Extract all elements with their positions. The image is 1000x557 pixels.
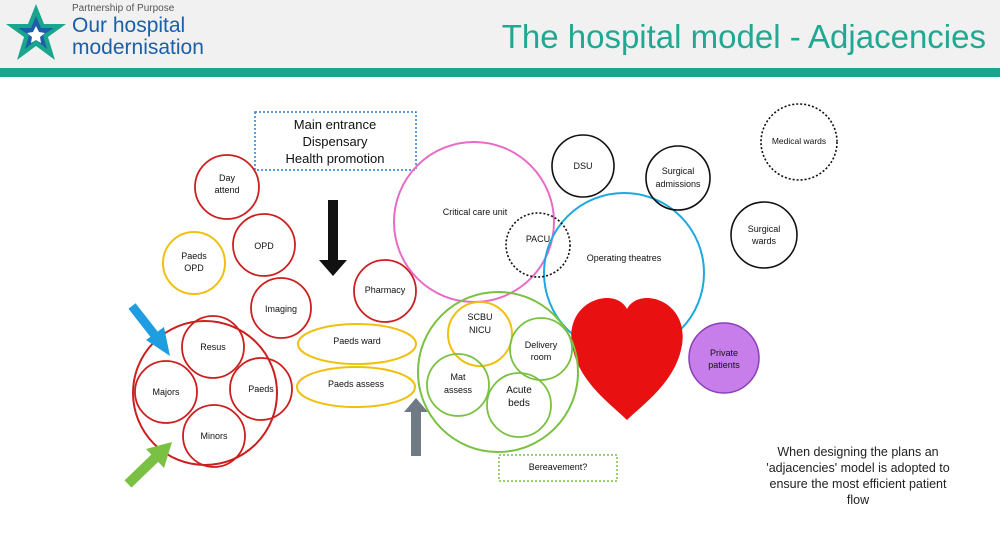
pharmacy-circle	[353, 259, 417, 323]
bereavement-label: Bereavement?	[529, 462, 588, 472]
entrance-line-2: Dispensary	[302, 134, 368, 149]
paeds-circle	[229, 357, 293, 421]
paeds-label: Paeds	[248, 384, 274, 394]
paeds-ward-label: Paeds ward	[333, 336, 381, 346]
star-logo-icon	[6, 4, 66, 60]
scbu-nicu-label-2: NICU	[469, 325, 491, 335]
heart-icon	[571, 298, 683, 420]
day-attend-label-2: attend	[214, 185, 239, 195]
critical-care-circle	[393, 141, 555, 303]
mat-assess-label-2: assess	[444, 385, 473, 395]
private-patients-circle	[688, 322, 760, 394]
minors-label: Minors	[200, 431, 228, 441]
surgical-wards-label-1: Surgical	[748, 224, 781, 234]
dsu-label: DSU	[573, 161, 592, 171]
explanatory-note: When designing the plans an 'adjacencies…	[766, 445, 950, 507]
surgical-admissions-label-2: admissions	[655, 179, 701, 189]
paeds-opd-label-2: OPD	[184, 263, 204, 273]
header-accent-band	[0, 68, 1000, 77]
green-arrow-icon	[124, 442, 172, 488]
critical-care-label: Critical care unit	[443, 207, 508, 217]
blue-arrow-icon	[128, 303, 170, 356]
page-title: The hospital model - Adjacencies	[501, 18, 986, 55]
entrance-line-3: Health promotion	[286, 151, 385, 166]
delivery-room-circle	[509, 317, 573, 381]
resus-circle	[181, 315, 245, 379]
entrance-line-1: Main entrance	[294, 117, 376, 132]
day-attend-label-1: Day	[219, 173, 236, 183]
dsu-circle	[551, 134, 615, 198]
acute-beds-label-1: Acute	[506, 385, 532, 396]
paeds-opd-circle	[162, 231, 226, 295]
mat-assess-circle	[426, 353, 490, 417]
private-patients-label-1: Private	[710, 348, 738, 358]
black-down-arrow-icon	[319, 200, 347, 276]
opd-circle	[232, 213, 296, 277]
brand-tagline: Partnership of Purpose	[72, 3, 175, 14]
brand-name-line1: Our hospital	[72, 14, 186, 37]
paeds-opd-label-1: Paeds	[181, 251, 207, 261]
acute-beds-label-2: beds	[508, 398, 530, 409]
paeds-ward-ellipse	[297, 323, 417, 365]
mat-assess-label-1: Mat	[450, 372, 466, 382]
majors-circle	[134, 360, 198, 424]
paeds-assess-ellipse	[296, 366, 416, 408]
majors-label: Majors	[152, 387, 180, 397]
delivery-room-label-1: Delivery	[525, 340, 558, 350]
surgical-admissions-circle	[645, 145, 711, 211]
pacu-circle	[505, 212, 571, 278]
private-patients-label-2: patients	[708, 360, 740, 370]
scbu-nicu-circle	[447, 301, 513, 367]
minors-circle	[182, 404, 246, 468]
medical-wards-label: Medical wards	[772, 136, 826, 146]
brand-name-line2: modernisation	[72, 36, 204, 59]
pharmacy-label: Pharmacy	[365, 285, 406, 295]
surgical-wards-label-2: wards	[751, 236, 777, 246]
delivery-room-label-2: room	[531, 352, 552, 362]
imaging-label: Imaging	[265, 304, 297, 314]
paeds-assess-label: Paeds assess	[328, 379, 385, 389]
maternity-group-circle	[417, 291, 579, 453]
pacu-label: PACU	[526, 234, 550, 244]
surgical-admissions-label-1: Surgical	[662, 166, 695, 176]
resus-label: Resus	[200, 342, 226, 352]
operating-theatres-label: Operating theatres	[587, 253, 662, 263]
opd-label: OPD	[254, 241, 274, 251]
surgical-wards-circle	[730, 201, 798, 269]
medical-wards-circle	[760, 103, 838, 181]
imaging-circle	[250, 277, 312, 339]
acute-beds-circle	[486, 372, 552, 438]
scbu-nicu-label-1: SCBU	[467, 312, 492, 322]
entrance-box	[254, 111, 417, 171]
day-attend-circle	[194, 154, 260, 220]
gray-up-arrow-icon	[404, 398, 428, 456]
header-bar	[0, 0, 1000, 68]
